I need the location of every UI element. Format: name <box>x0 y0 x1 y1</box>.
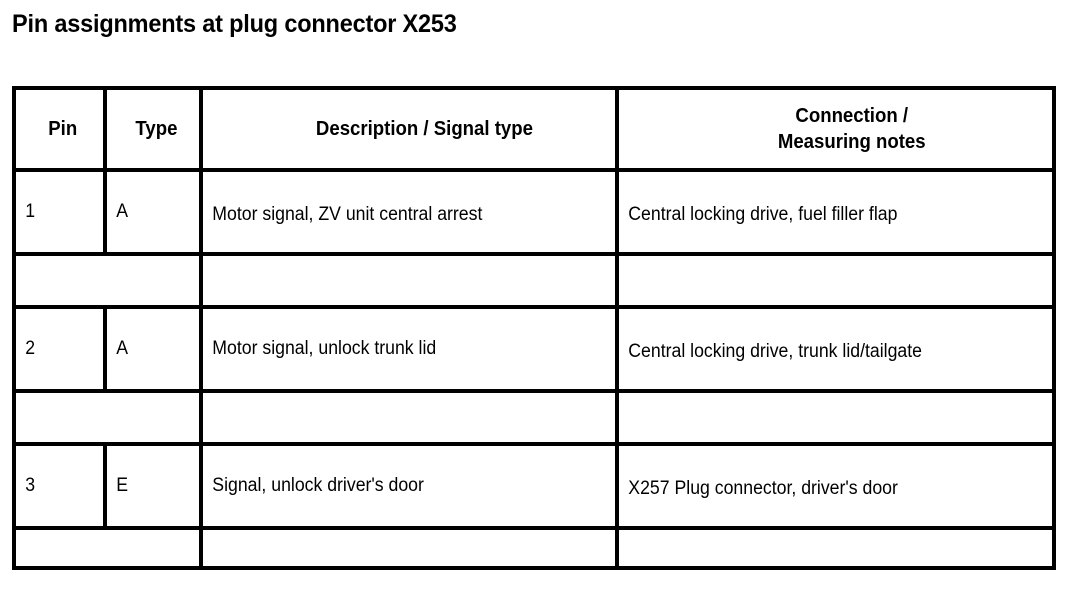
column-header-connection-line2: Measuring notes <box>777 131 926 153</box>
cell-pin-text: 1 <box>25 201 36 223</box>
cell-connection-text: X257 Plug connector, driver's door <box>628 478 898 500</box>
cell-connection <box>615 252 1056 309</box>
column-header-connection-label: Connection / Measuring notes <box>635 98 1068 161</box>
cell-pin-type-merged-text <box>16 543 199 553</box>
cell-type-text: A <box>116 338 129 360</box>
table-body: 1 A Motor signal, ZV unit central arrest… <box>12 168 1056 568</box>
cell-pin-type-merged-text <box>16 276 199 286</box>
cell-description: Signal, unlock driver's door <box>199 442 619 530</box>
table-row: 2 A Motor signal, unlock trunk lid Centr… <box>12 305 1056 393</box>
table-spacer-row <box>12 389 1056 446</box>
cell-description-text <box>203 543 615 553</box>
cell-description-text <box>203 413 615 423</box>
cell-description-text <box>203 276 615 286</box>
column-header-description: Description / Signal type <box>199 86 619 172</box>
cell-pin-type-merged <box>12 526 203 568</box>
table-header: Pin Type Description / Signal type Conne… <box>12 86 1056 172</box>
cell-pin: 2 <box>12 305 107 393</box>
cell-pin: 3 <box>12 442 107 530</box>
cell-type-text: A <box>116 201 129 223</box>
table-spacer-row-partial <box>12 526 1056 568</box>
column-header-type-label: Type <box>135 117 178 140</box>
table-row: 1 A Motor signal, ZV unit central arrest… <box>12 168 1056 256</box>
cell-connection: X257 Plug connector, driver's door <box>615 442 1056 530</box>
cell-type: A <box>103 168 203 256</box>
cell-pin: 1 <box>12 168 107 256</box>
cell-connection: Central locking drive, fuel filler flap <box>615 168 1056 256</box>
cell-type: E <box>103 442 203 530</box>
cell-type-text: E <box>116 475 129 497</box>
cell-description-text: Motor signal, unlock trunk lid <box>212 338 437 360</box>
column-header-pin-label: Pin <box>48 117 78 140</box>
cell-description <box>199 526 619 568</box>
cell-pin-text: 3 <box>25 475 36 497</box>
cell-description: Motor signal, unlock trunk lid <box>199 305 619 393</box>
table-spacer-row <box>12 252 1056 309</box>
table-row: 3 E Signal, unlock driver's door X257 Pl… <box>12 442 1056 530</box>
column-header-pin: Pin <box>12 86 107 172</box>
cell-description: Motor signal, ZV unit central arrest <box>199 168 619 256</box>
cell-connection-text <box>619 543 1052 553</box>
cell-description <box>199 252 619 309</box>
table-header-row: Pin Type Description / Signal type Conne… <box>12 86 1056 172</box>
cell-connection-text <box>619 413 1052 423</box>
column-header-type: Type <box>103 86 203 172</box>
cell-connection-text <box>619 276 1052 286</box>
cell-description-text: Signal, unlock driver's door <box>212 475 424 497</box>
cell-pin-type-merged <box>12 252 203 309</box>
cell-type: A <box>103 305 203 393</box>
column-header-description-label: Description / Signal type <box>315 117 533 140</box>
cell-connection-text: Central locking drive, fuel filler flap <box>628 204 898 226</box>
cell-connection-text: Central locking drive, trunk lid/tailgat… <box>628 341 922 363</box>
cell-connection: Central locking drive, trunk lid/tailgat… <box>615 305 1056 393</box>
cell-description-text: Motor signal, ZV unit central arrest <box>212 204 483 226</box>
cell-pin-text: 2 <box>25 338 36 360</box>
cell-pin-type-merged-text <box>16 413 199 423</box>
cell-pin-type-merged <box>12 389 203 446</box>
column-header-connection-line1: Connection / <box>795 104 909 127</box>
page-title: Pin assignments at plug connector X253 <box>12 10 457 38</box>
cell-description <box>199 389 619 446</box>
column-header-connection: Connection / Measuring notes <box>615 86 1056 172</box>
pin-assignment-table: Pin Type Description / Signal type Conne… <box>12 86 1056 570</box>
cell-connection <box>615 389 1056 446</box>
cell-connection <box>615 526 1056 568</box>
